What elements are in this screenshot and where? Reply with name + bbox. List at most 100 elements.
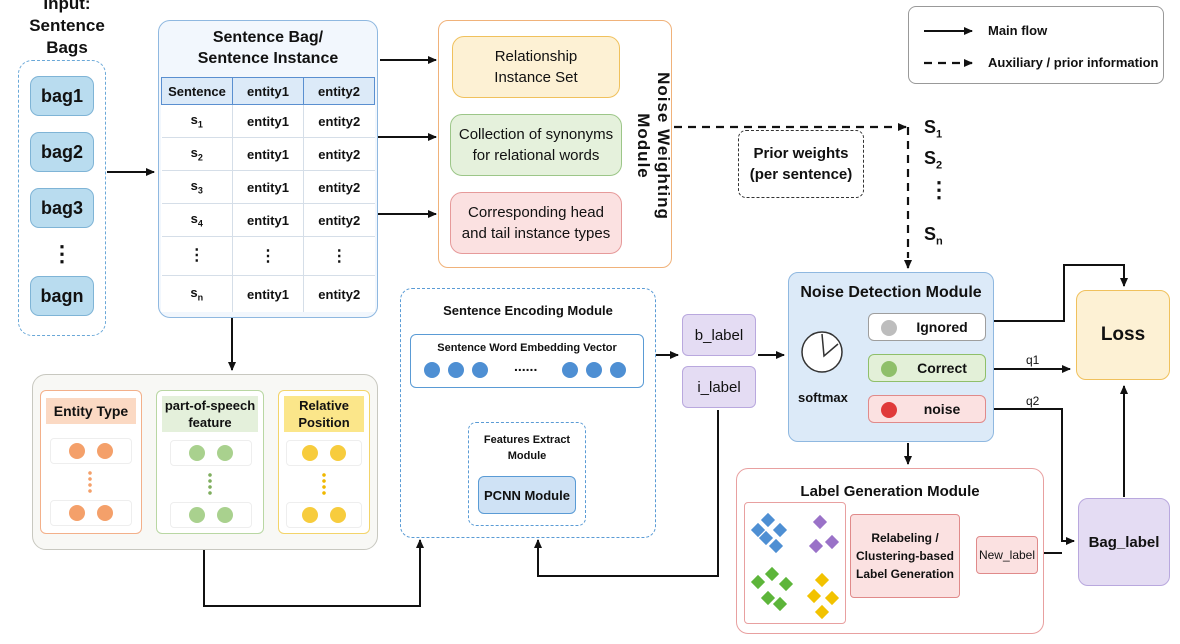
ignored-dot-icon [881, 320, 897, 336]
sentence-bag-title-line2: Sentence Instance [197, 50, 339, 67]
entity-vdots [88, 470, 92, 494]
entity-vector-bottom [50, 500, 132, 526]
cluster-point-yellow [814, 604, 830, 620]
s-label: S2 [924, 148, 943, 172]
noise-detection-title: Noise Detection Module [800, 284, 982, 301]
headtail-line2: and tail instance types [461, 225, 611, 242]
pos-dot [217, 507, 233, 523]
label-generation-title: Label Generation Module [800, 482, 980, 500]
relabel-line3: Label Generation [855, 567, 955, 581]
embedding-box [410, 334, 644, 388]
table-header-entity2: entity2 [303, 77, 375, 105]
entity-vector-top [50, 438, 132, 464]
pos-vector-bottom [170, 502, 252, 528]
table-cell-sentence: s4 [161, 203, 233, 237]
table-cell-entity2: entity2 [303, 137, 375, 171]
embedding-dot [610, 362, 626, 378]
relationship-line2: Instance Set [494, 69, 578, 86]
embedding-dots: ...... [424, 358, 634, 380]
bag-item: bag3 [30, 188, 94, 228]
table-row: s4 entity1 entity2 [161, 203, 375, 237]
embedding-ellipsis: ...... [514, 358, 538, 374]
pos-dot [189, 507, 205, 523]
embedding-dot [562, 362, 578, 378]
bag-item: bag1 [30, 76, 94, 116]
sentence-bag-panel: Sentence Bag/ Sentence Instance Sentence… [158, 20, 378, 318]
rel-line2: Position [298, 415, 350, 430]
sentence-bag-title-line1: Sentence Bag/ [212, 29, 324, 46]
bag-item: bagn [30, 276, 94, 316]
table-cell-entity1: entity1 [232, 203, 304, 237]
pcnn-module-box: PCNN Module [478, 476, 576, 514]
head-tail-types-box: Corresponding head and tail instance typ… [450, 192, 622, 254]
legend-main-label: Main flow [988, 23, 1048, 38]
rel-dot [330, 507, 346, 523]
cluster-point-green [764, 566, 780, 582]
table-header-entity1: entity1 [232, 77, 304, 105]
q1-label: q1 [1026, 353, 1040, 367]
table-row: s1 entity1 entity2 [161, 104, 375, 138]
softmax-label: softmax [798, 390, 848, 405]
rel-dot [302, 507, 318, 523]
cluster-point-green [778, 576, 794, 592]
table-row: s3 entity1 entity2 [161, 170, 375, 204]
table-cell-entity1: entity1 [232, 170, 304, 204]
cluster-point-purple [812, 514, 828, 530]
table-cell-sentence: s2 [161, 137, 233, 171]
table-cell-entity2: ⋮ [303, 236, 375, 276]
pos-dot [189, 445, 205, 461]
b-label-box: b_label [682, 314, 756, 356]
rel-vector-top [286, 440, 362, 466]
rel-vdots [322, 472, 326, 496]
pos-line2: feature [188, 415, 232, 430]
table-cell-entity2: entity2 [303, 170, 375, 204]
noise-dot-icon [881, 402, 897, 418]
cluster-point-blue [760, 512, 776, 528]
pos-vector-top [170, 440, 252, 466]
bag-item: bag2 [30, 132, 94, 172]
i-label-box: i_label [682, 366, 756, 408]
table-cell-sentence: s3 [161, 170, 233, 204]
correct-label: Correct [917, 360, 967, 376]
noise-weighting-title: Noise Weighting Module [634, 72, 673, 220]
table-cell-sentence: ⋮ [161, 236, 233, 276]
prior-line1: Prior weights [753, 145, 849, 162]
input-title-line1: Input: [43, 0, 91, 13]
pos-vdots [208, 472, 212, 496]
table-header-sentence: Sentence [161, 77, 233, 105]
input-bags-panel [18, 60, 106, 336]
correct-row: Correct [868, 354, 986, 382]
cluster-point-yellow [824, 590, 840, 606]
loss-box: Loss [1076, 290, 1170, 380]
table-header-row: Sentence entity1 entity2 [161, 77, 375, 105]
softmax-gauge-icon [801, 331, 843, 373]
entity-dot [97, 443, 113, 459]
embedding-dot [424, 362, 440, 378]
rel-vector-bottom [286, 502, 362, 528]
input-title-line2: Sentence Bags [29, 16, 105, 57]
table-cell-entity2: entity2 [303, 104, 375, 138]
extract-line1: Features Extract [483, 434, 571, 446]
relationship-line1: Relationship [494, 48, 578, 65]
cluster-point-yellow [806, 588, 822, 604]
entity-dot [69, 443, 85, 459]
correct-dot-icon [881, 361, 897, 377]
new-label-box: New_label [976, 536, 1038, 574]
cluster-point-blue [768, 538, 784, 554]
table-row: s2 entity1 entity2 [161, 137, 375, 171]
pos-feature-label: part-of-speech feature [162, 396, 258, 432]
s-label: S1 [924, 117, 943, 141]
encoding-title: Sentence Encoding Module [443, 302, 613, 318]
synonyms-line2: for relational words [472, 147, 600, 164]
entity-type-label: Entity Type [46, 398, 136, 424]
cluster-point-purple [808, 538, 824, 554]
input-title: Input: Sentence Bags [8, 0, 126, 57]
sentence-table: Sentence entity1 entity2 s1 entity1 enti… [161, 77, 375, 312]
relabel-line2: Clustering-based [855, 549, 954, 563]
embedding-dot [472, 362, 488, 378]
entity-dot [97, 505, 113, 521]
relabeling-box: Relabeling / Clustering-based Label Gene… [850, 514, 960, 598]
prior-weights-box: Prior weights (per sentence) [738, 130, 864, 198]
bag-label-box: Bag_label [1078, 498, 1170, 586]
ignored-row: Ignored [868, 313, 986, 341]
